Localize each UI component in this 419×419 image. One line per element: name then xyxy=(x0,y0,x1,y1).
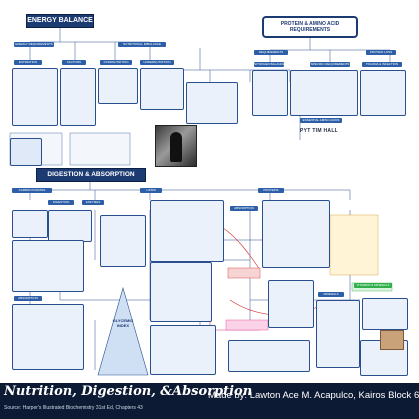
undernutrition-box xyxy=(140,68,184,110)
minerals-label: MINERALS xyxy=(318,292,344,297)
digestion-label: DIGESTION xyxy=(48,200,74,205)
energy-table-2 xyxy=(69,132,131,166)
digestive-processes-box xyxy=(10,138,42,166)
trauma-infection-label: TRAUMA & INFECTION xyxy=(362,62,402,67)
glycemic-index-label: GLYCEMIC INDEX xyxy=(112,318,134,328)
lipid-emulsification-box xyxy=(150,200,224,262)
amino-acid-table xyxy=(329,214,379,276)
lipids-label: LIPIDS xyxy=(140,188,162,193)
enzymes-label: ENZYMES xyxy=(82,200,104,205)
overnutrition-label: OVERNUTRITION xyxy=(100,60,132,65)
essential-aa-label: ESSENTIAL AMINO ACIDS xyxy=(300,118,342,123)
diagram-image xyxy=(380,330,404,350)
carb-enzymes-box xyxy=(48,210,92,242)
undernutrition-label: UNDERNUTRITION xyxy=(140,60,174,65)
mineral-absorption-box xyxy=(316,300,360,368)
protein-requirements-title: PROTEIN & AMINO ACID REQUIREMENTS xyxy=(262,16,358,38)
absorption-carb-label: ABSORPTION xyxy=(14,296,42,301)
vitamin-box xyxy=(362,298,408,330)
micelle-box xyxy=(150,262,212,322)
carbohydrates-label: CARBOHYDRATES xyxy=(12,188,52,193)
estimation-box xyxy=(12,68,58,126)
trauma-box xyxy=(360,70,406,116)
nitrogen-balance-label: NITROGEN BALANCE xyxy=(254,62,284,67)
protein-digestion-box xyxy=(262,200,330,268)
estimation-label: ESTIMATION xyxy=(14,60,42,65)
energy-requirements-label: ENERGY REQUIREMENTS xyxy=(14,42,54,47)
specific-requirements-label: SPECIFIC REQUIREMENTS xyxy=(310,62,350,67)
lipid-digestion-box xyxy=(100,215,146,267)
red-highlight-box xyxy=(227,267,261,279)
proteins-label: PROTEINS xyxy=(258,188,284,193)
specific-requirements-box xyxy=(290,70,358,116)
factors-box xyxy=(60,68,96,126)
footer-title: Nutrition, Digestion, &Absorption xyxy=(4,384,253,399)
nitrogen-balance-box xyxy=(252,70,288,116)
footer-bar xyxy=(0,383,419,419)
digestion-absorption-title: DIGESTION & ABSORPTION xyxy=(36,168,146,182)
carb-absorption-box xyxy=(12,304,84,370)
footer-source: Source: Harper's Illustrated Biochemistr… xyxy=(4,405,143,411)
vitamins-minerals-label: VITAMINS & MINERALS xyxy=(354,283,392,288)
requirements-label: REQUIREMENTS xyxy=(254,50,288,55)
overnutrition-box xyxy=(98,68,138,104)
credit-name: PYT TIM HALL xyxy=(300,128,339,134)
iron-calcium-box xyxy=(228,340,310,372)
carb-digestion-box xyxy=(12,210,48,238)
energy-balance-title: ENERGY BALANCE xyxy=(26,14,94,28)
marasmus-kwashiorkor-box xyxy=(186,82,238,124)
carb-transport-box xyxy=(12,240,84,292)
amino-transport-box xyxy=(268,280,314,328)
pink-highlight-box xyxy=(225,319,269,331)
glycemic-index-triangle xyxy=(97,286,149,376)
lipid-absorption-box xyxy=(150,325,216,375)
protein-loss-label: PROTEIN LOSS xyxy=(366,50,396,55)
statue-image xyxy=(155,125,197,167)
factors-label: FACTORS xyxy=(62,60,86,65)
footer-credit: Made by: Lawton Ace M. Acapulco, Kairos … xyxy=(208,390,419,401)
nutritional-imbalance-label: NUTRITIONAL IMBALANCE xyxy=(118,42,166,47)
absorption-label: ABSORPTION xyxy=(230,206,258,211)
